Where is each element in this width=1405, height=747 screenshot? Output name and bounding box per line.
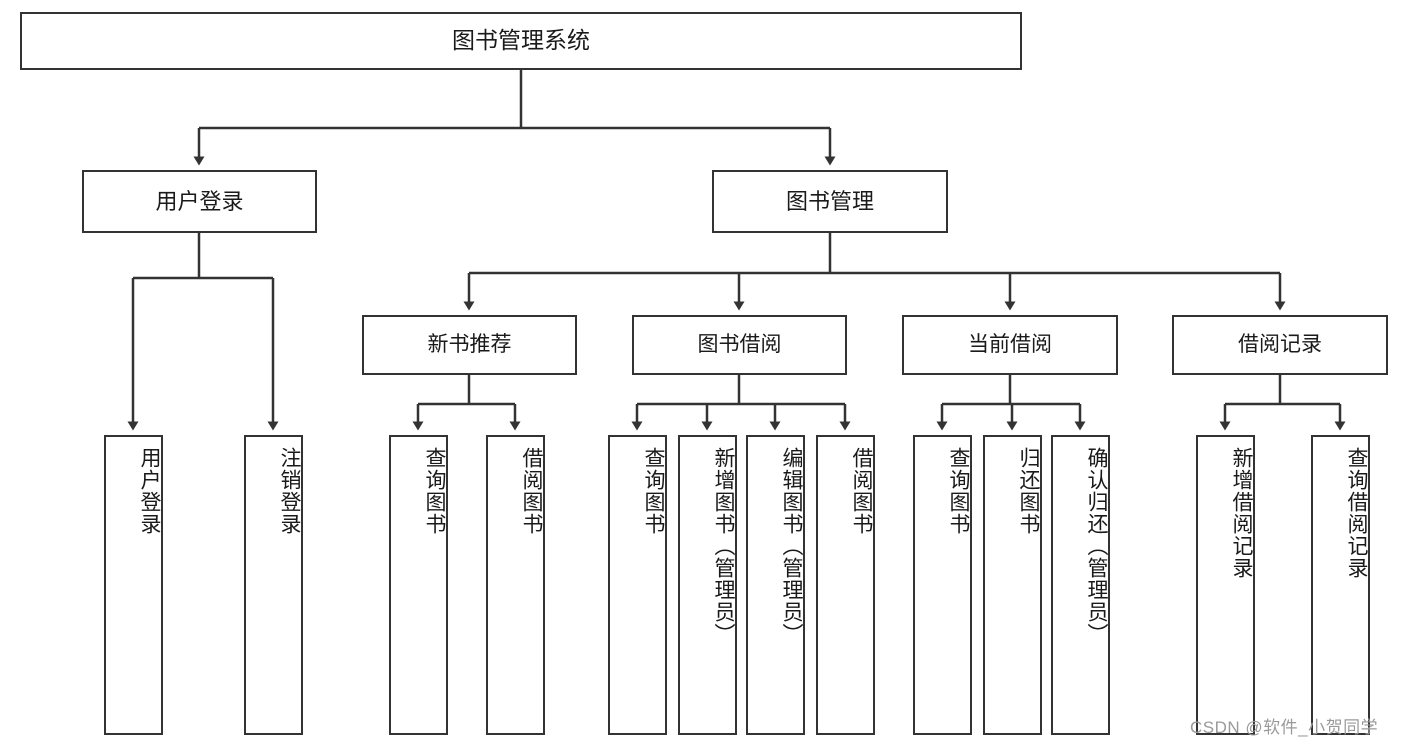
node-label: 图书借阅 bbox=[697, 332, 782, 356]
node-label: 编辑图书（管理员） bbox=[780, 447, 803, 645]
node-borrow-record[interactable]: 借阅记录 bbox=[1172, 315, 1388, 375]
node-label: 查询图书 bbox=[642, 447, 665, 535]
node-label: 查询借阅记录 bbox=[1345, 447, 1368, 579]
node-label: 借阅图书 bbox=[850, 447, 873, 535]
leaf-record-add-record[interactable]: 新增借阅记录 bbox=[1196, 435, 1255, 735]
node-label: 当前借阅 bbox=[968, 332, 1052, 356]
node-new-book-recommend[interactable]: 新书推荐 bbox=[362, 315, 577, 375]
node-root[interactable]: 图书管理系统 bbox=[20, 12, 1022, 70]
leaf-current-confirm-return[interactable]: 确认归还（管理员） bbox=[1051, 435, 1110, 735]
node-label: 注销登录 bbox=[278, 447, 301, 535]
leaf-current-return-book[interactable]: 归还图书 bbox=[983, 435, 1042, 735]
node-label: 新书推荐 bbox=[427, 332, 512, 356]
leaf-user-login-logout[interactable]: 注销登录 bbox=[244, 435, 303, 735]
leaf-record-query-record[interactable]: 查询借阅记录 bbox=[1311, 435, 1370, 735]
node-user-login[interactable]: 用户登录 bbox=[82, 170, 317, 233]
leaf-borrow-borrow-book[interactable]: 借阅图书 bbox=[816, 435, 875, 735]
node-label: 新增图书（管理员） bbox=[712, 447, 735, 645]
node-label: 查询图书 bbox=[947, 447, 970, 535]
watermark: CSDN @软件_小贺同学 bbox=[1190, 718, 1379, 737]
node-label: 归还图书 bbox=[1017, 447, 1040, 535]
node-label: 用户登录 bbox=[155, 188, 244, 214]
node-book-borrow[interactable]: 图书借阅 bbox=[632, 315, 847, 375]
leaf-current-query-book[interactable]: 查询图书 bbox=[913, 435, 972, 735]
leaf-recommend-query-book[interactable]: 查询图书 bbox=[389, 435, 448, 735]
leaf-user-login-login[interactable]: 用户登录 bbox=[104, 435, 163, 735]
leaf-borrow-query-book[interactable]: 查询图书 bbox=[608, 435, 667, 735]
node-label: 用户登录 bbox=[138, 447, 161, 535]
node-book-management[interactable]: 图书管理 bbox=[712, 170, 948, 233]
node-label: 借阅图书 bbox=[520, 447, 543, 535]
leaf-borrow-add-book[interactable]: 新增图书（管理员） bbox=[678, 435, 737, 735]
node-label: 新增借阅记录 bbox=[1230, 447, 1253, 579]
node-label: 确认归还（管理员） bbox=[1085, 447, 1108, 645]
node-label: 查询图书 bbox=[423, 447, 446, 535]
node-label: 图书管理系统 bbox=[452, 27, 590, 54]
leaf-borrow-edit-book[interactable]: 编辑图书（管理员） bbox=[746, 435, 805, 735]
node-label: 图书管理 bbox=[785, 188, 874, 214]
leaf-recommend-borrow-book[interactable]: 借阅图书 bbox=[486, 435, 545, 735]
node-current-borrow[interactable]: 当前借阅 bbox=[902, 315, 1118, 375]
node-label: 借阅记录 bbox=[1238, 332, 1322, 356]
